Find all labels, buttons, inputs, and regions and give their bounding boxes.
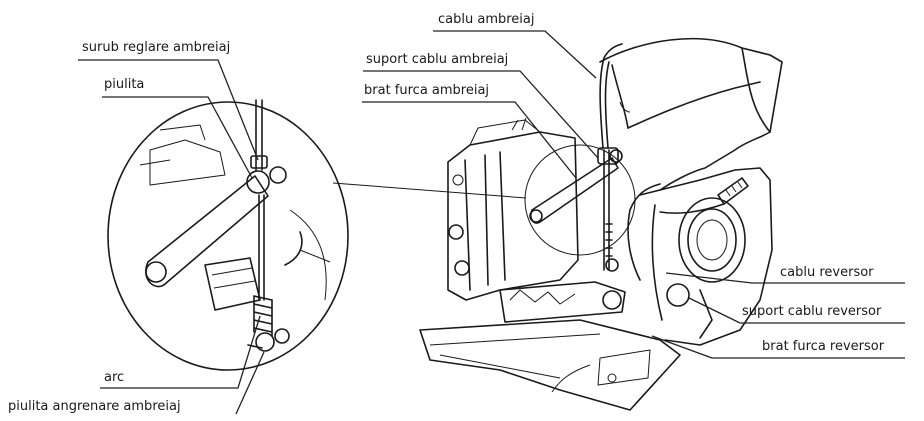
leader-cablu-reversor <box>665 272 905 284</box>
leader-piulita-angrenare <box>235 351 265 415</box>
label-cablu-ambreiaj: cablu ambreiaj <box>438 12 535 27</box>
leader-brat-furca-reversor <box>651 335 905 359</box>
label-piulita-angrenare-ambreiaj: piulita angrenare ambreiaj <box>8 399 181 414</box>
leader-surub-reglare <box>78 59 259 161</box>
label-surub-reglare-ambreiaj: surub reglare ambreiaj <box>82 40 231 55</box>
gearbox-housing <box>599 37 783 346</box>
leader-suport-cablu-reversor <box>688 297 905 324</box>
detail-zoom-view <box>107 99 349 371</box>
label-brat-furca-ambreiaj: brat furca ambreiaj <box>364 83 490 98</box>
clutch-frame <box>419 117 681 411</box>
leader-piulita <box>102 96 253 179</box>
label-brat-furca-reversor: brat furca reversor <box>762 339 885 354</box>
leader-brat-furca-ambreiaj <box>362 101 577 179</box>
leader-suport-cablu-ambreiaj <box>363 70 599 159</box>
leader-cablu-ambreiaj <box>433 30 597 79</box>
label-suport-cablu-ambreiaj: suport cablu ambreiaj <box>366 52 509 67</box>
label-cablu-reversor: cablu reversor <box>780 265 874 280</box>
zoom-connector-line <box>332 182 527 199</box>
leader-arc <box>100 315 261 389</box>
detail-source-circle <box>524 144 636 256</box>
label-suport-cablu-reversor: suport cablu reversor <box>742 304 882 319</box>
label-piulita: piulita <box>104 77 145 92</box>
clutch-fork-arm <box>529 43 661 281</box>
label-arc: arc <box>104 370 125 385</box>
